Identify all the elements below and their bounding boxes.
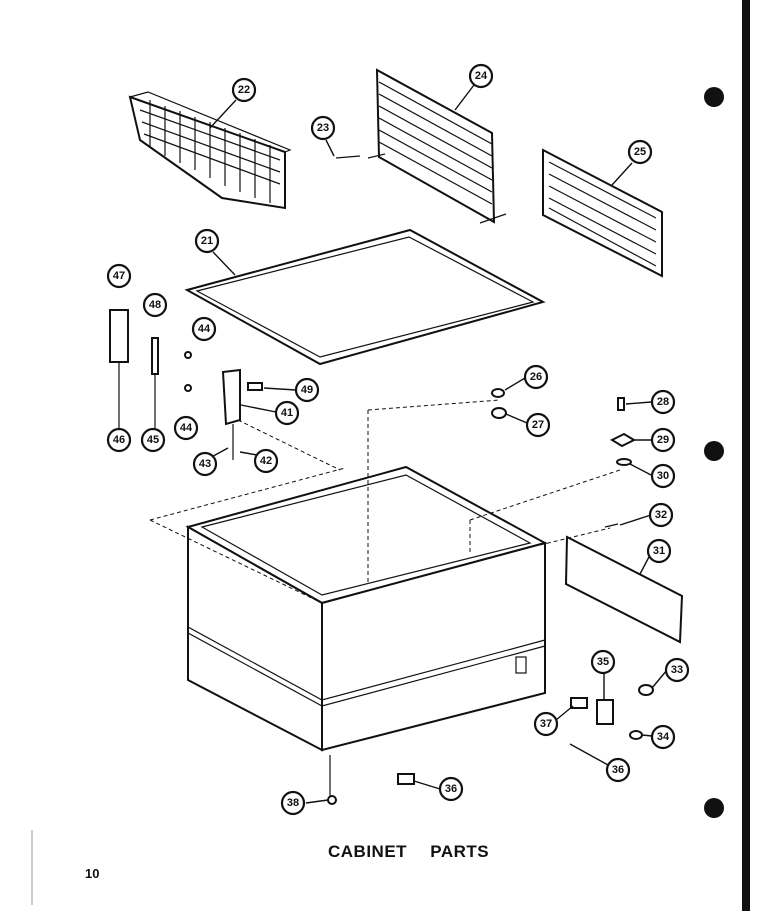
small-parts-right (327, 388, 654, 805)
callout-22: 22 (231, 77, 257, 103)
svg-text:30: 30 (657, 470, 669, 482)
hinge-parts (109, 309, 263, 460)
callout-36: 36 (605, 757, 631, 783)
callout-38: 38 (280, 790, 306, 816)
callout-32: 32 (648, 502, 674, 528)
callout-28: 28 (650, 389, 676, 415)
svg-text:31: 31 (653, 545, 665, 557)
callout-41: 41 (274, 400, 300, 426)
panel (542, 148, 663, 278)
diagram-title: CABINET PARTS (328, 842, 490, 861)
svg-text:45: 45 (147, 434, 159, 446)
svg-text:37: 37 (540, 718, 552, 730)
wire-basket (128, 91, 292, 210)
callout-30: 30 (650, 463, 676, 489)
svg-text:44: 44 (180, 422, 193, 434)
svg-text:28: 28 (657, 396, 669, 408)
callout-34: 34 (650, 724, 676, 750)
svg-text:44: 44 (198, 323, 211, 335)
svg-text:38: 38 (287, 797, 299, 809)
callout-25: 25 (627, 139, 653, 165)
svg-text:48: 48 (149, 299, 161, 311)
leader-lines (205, 84, 668, 804)
svg-text:46: 46 (113, 434, 125, 446)
svg-text:32: 32 (655, 509, 667, 521)
callout-24: 24 (468, 63, 494, 89)
svg-text:36: 36 (612, 764, 624, 776)
callout-48: 48 (142, 292, 168, 318)
callout-27: 27 (525, 412, 551, 438)
callout-36: 36 (438, 776, 464, 802)
callout-21: 21 (194, 228, 220, 254)
cabinet-body (149, 399, 621, 752)
svg-text:35: 35 (597, 656, 609, 668)
svg-text:26: 26 (530, 371, 542, 383)
svg-text:22: 22 (238, 84, 250, 96)
svg-text:27: 27 (532, 419, 544, 431)
svg-text:21: 21 (201, 235, 213, 247)
lid-frame (184, 228, 546, 366)
punch-hole (704, 798, 724, 818)
svg-text:49: 49 (301, 384, 313, 396)
page-edge (742, 0, 750, 911)
svg-text:34: 34 (657, 731, 670, 743)
callout-42: 42 (253, 448, 279, 474)
svg-text:47: 47 (113, 270, 125, 282)
punch-hole (704, 441, 724, 461)
svg-text:23: 23 (317, 122, 329, 134)
punch-hole (704, 87, 724, 107)
svg-text:33: 33 (671, 664, 683, 676)
callout-35: 35 (590, 649, 616, 675)
callout-26: 26 (523, 364, 549, 390)
callout-23: 23 (310, 115, 336, 141)
callout-44: 44 (173, 415, 199, 441)
svg-text:36: 36 (445, 783, 457, 795)
callout-43: 43 (192, 451, 218, 477)
svg-text:25: 25 (634, 146, 646, 158)
page-number: 10 (85, 866, 100, 881)
svg-text:42: 42 (260, 455, 272, 467)
callout-49: 49 (294, 377, 320, 403)
callout-45: 45 (140, 427, 166, 453)
callout-46: 46 (106, 427, 132, 453)
svg-text:29: 29 (657, 434, 669, 446)
divider-rack (335, 68, 507, 224)
callout-33: 33 (664, 657, 690, 683)
callout-29: 29 (650, 427, 676, 453)
svg-text:24: 24 (475, 70, 488, 82)
callout-47: 47 (106, 263, 132, 289)
callout-37: 37 (533, 711, 559, 737)
callout-44: 44 (191, 316, 217, 342)
kick-plate (564, 523, 684, 644)
svg-text:43: 43 (199, 458, 211, 470)
svg-text:41: 41 (281, 407, 293, 419)
callout-31: 31 (646, 538, 672, 564)
